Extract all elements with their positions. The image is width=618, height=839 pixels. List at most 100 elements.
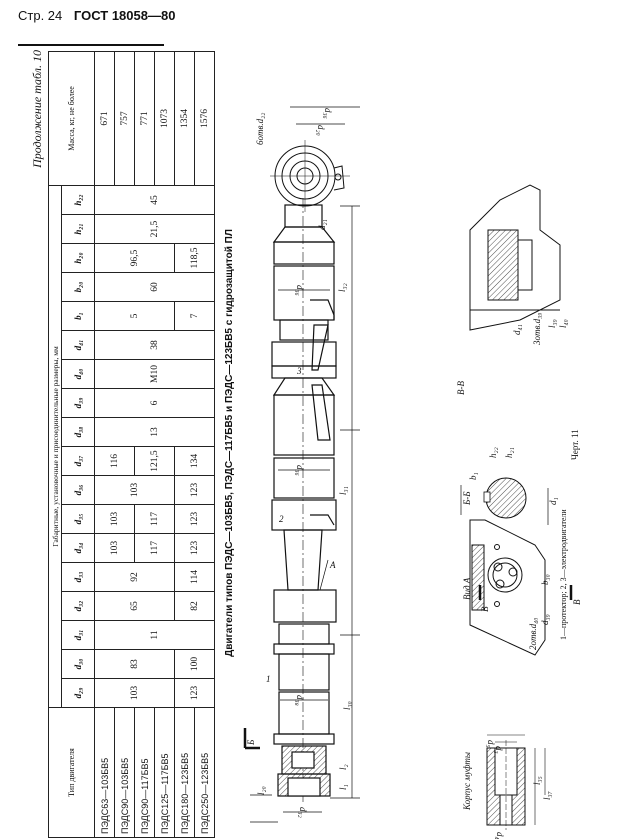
dimension-cell: 21,5 (94, 214, 215, 244)
label-d3: d₃ (494, 746, 504, 754)
mass-cell: 771 (134, 51, 155, 186)
dimension-lines (250, 106, 549, 823)
dimension-cell: M10 (94, 359, 215, 389)
engine-type-cell: ПЭДС63—103БВ5 (94, 707, 115, 838)
column-header: d₃₉ (61, 388, 95, 418)
dimension-cell: 116 (94, 446, 135, 476)
label-h22: h₂₂ (488, 447, 498, 458)
dimension-cell: 5 (94, 301, 175, 331)
label-l35: l₃₅ (532, 776, 542, 785)
engine-type-cell: ПЭДС250—123БВ5 (194, 707, 215, 838)
label-l1: l₁ (338, 784, 348, 790)
label-l37: l₃₇ (542, 791, 552, 800)
label-l40: l₄₀ (558, 319, 568, 328)
column-header: d₃₇ (61, 446, 95, 476)
dimension-cell: 38 (94, 330, 215, 360)
label-l2: l₂ (338, 764, 348, 770)
dimension-cell: 123 (174, 504, 215, 534)
engine-type-cell: ПЭДС90—103БВ5 (114, 707, 135, 838)
motor-assembly (271, 198, 337, 805)
label-d38: d₃₈ (295, 695, 305, 706)
dimension-cell: 96,5 (94, 243, 175, 273)
label-cut-v-2: В (572, 599, 582, 605)
label-part-1: 1 (266, 674, 271, 684)
label-section-v-v: В-В (456, 381, 466, 395)
section-b-b (483, 477, 527, 519)
mass-cell: 757 (114, 51, 135, 186)
label-d36-end: d₃₆ (323, 108, 333, 119)
engine-type-cell: ПЭДС90—117БВ5 (134, 707, 155, 838)
column-header: d₄₀ (61, 359, 95, 389)
label-arrow-a: A (329, 560, 336, 570)
standard-number: ГОСТ 18058—80 (73, 8, 176, 23)
dimension-cell: 65 (94, 591, 175, 621)
dimension-cell: 103 (94, 504, 135, 534)
label-l31: l₃₁ (338, 486, 348, 495)
label-d36-mid: d₃₆ (295, 465, 305, 476)
label-holes-d39: 3отв.d₃₉ (532, 313, 542, 346)
label-l30: l₃₀ (342, 701, 352, 710)
mass-header: Масса, кг, не более (48, 51, 95, 186)
label-part-2: 2 (279, 514, 284, 524)
page-number: Стр. 24 (18, 8, 63, 23)
column-header: d₄₁ (61, 330, 95, 360)
mass-cell: 1073 (154, 51, 175, 186)
column-header: h₂₀ (61, 243, 95, 273)
label-h21: h₂₁ (504, 447, 514, 458)
mass-cell: 1576 (194, 51, 215, 186)
drawing-labels: 1 2 3 A l₃₀ l₃₁ l₃₂ l₁ l₂ l₂₀ d₃₂ d₃₆ d₃… (246, 108, 582, 839)
label-l39: l₃₉ (547, 319, 557, 328)
dimension-cell: 123 (174, 678, 215, 708)
column-header: h₂₁ (61, 214, 95, 244)
column-header: b₂₀ (61, 272, 95, 302)
dimension-cell: 103 (94, 475, 175, 505)
label-d5: d₅ (486, 740, 496, 748)
label-l20: l₂₀ (256, 786, 266, 795)
label-section-b-b: Б-Б (462, 491, 472, 506)
end-view (270, 140, 350, 212)
dimension-cell: 60 (94, 272, 215, 302)
label-holes-d22: 6отв.d₂₂ (255, 113, 265, 145)
mass-cell: 671 (94, 51, 115, 186)
dimension-cell: 117 (134, 533, 175, 563)
label-cut-b: Б (246, 739, 256, 746)
header-rule (18, 44, 164, 46)
dimension-cell: 134 (174, 446, 215, 476)
dimensions-group-header: Габаритные, установочные и присоединител… (48, 185, 62, 708)
dimension-cell: 82 (174, 591, 215, 621)
column-header: d₃₈ (61, 417, 95, 447)
label-d32: d₃₂ (298, 807, 308, 818)
label-coupling: Корпус муфты (462, 752, 472, 811)
label-d39: d₃₉ (540, 614, 550, 625)
column-header: d₃₂ (61, 591, 95, 621)
dimensions-table: Тип двигателя Габаритные, установочные и… (48, 51, 215, 838)
figure-caption: Двигатели типов ПЭДС—103БВ5, ПЭДС—117БВ5… (224, 229, 235, 657)
section-v-v (469, 184, 561, 331)
dimension-cell: 118,5 (174, 243, 215, 273)
column-header: d₃₄ (61, 533, 95, 563)
column-header: d₃₁ (61, 620, 95, 650)
column-header: d₃₀ (61, 649, 95, 679)
dimension-cell: 13 (94, 417, 215, 447)
label-view-a: Вид А (462, 577, 472, 600)
engine-type-cell: ПЭДС125—117БВ5 (154, 707, 175, 838)
dimension-cell: 103 (94, 678, 175, 708)
dimension-cell: 123 (174, 475, 215, 505)
dimension-cell: 114 (174, 562, 215, 592)
page-header: Стр. 24 ГОСТ 18058—80 (18, 8, 175, 23)
dimension-cell: 7 (174, 301, 215, 331)
dimension-cell: 117 (134, 504, 175, 534)
label-b30: b₃₀ (540, 574, 550, 585)
column-header: b₁ (61, 301, 95, 331)
dimension-cell: 6 (94, 388, 215, 418)
figure-legend: 1—протектор; 2, 3—электродвигатели (559, 509, 568, 640)
cut-marks (243, 585, 573, 750)
engine-type-cell: ПЭДС180—123БВ5 (174, 707, 195, 838)
dimension-cell: 100 (174, 649, 215, 679)
label-d20: d₂₀ (316, 125, 326, 136)
column-header: d₃₅ (61, 504, 95, 534)
type-header: Тип двигателя (48, 707, 95, 838)
coupling-housing (486, 734, 546, 830)
